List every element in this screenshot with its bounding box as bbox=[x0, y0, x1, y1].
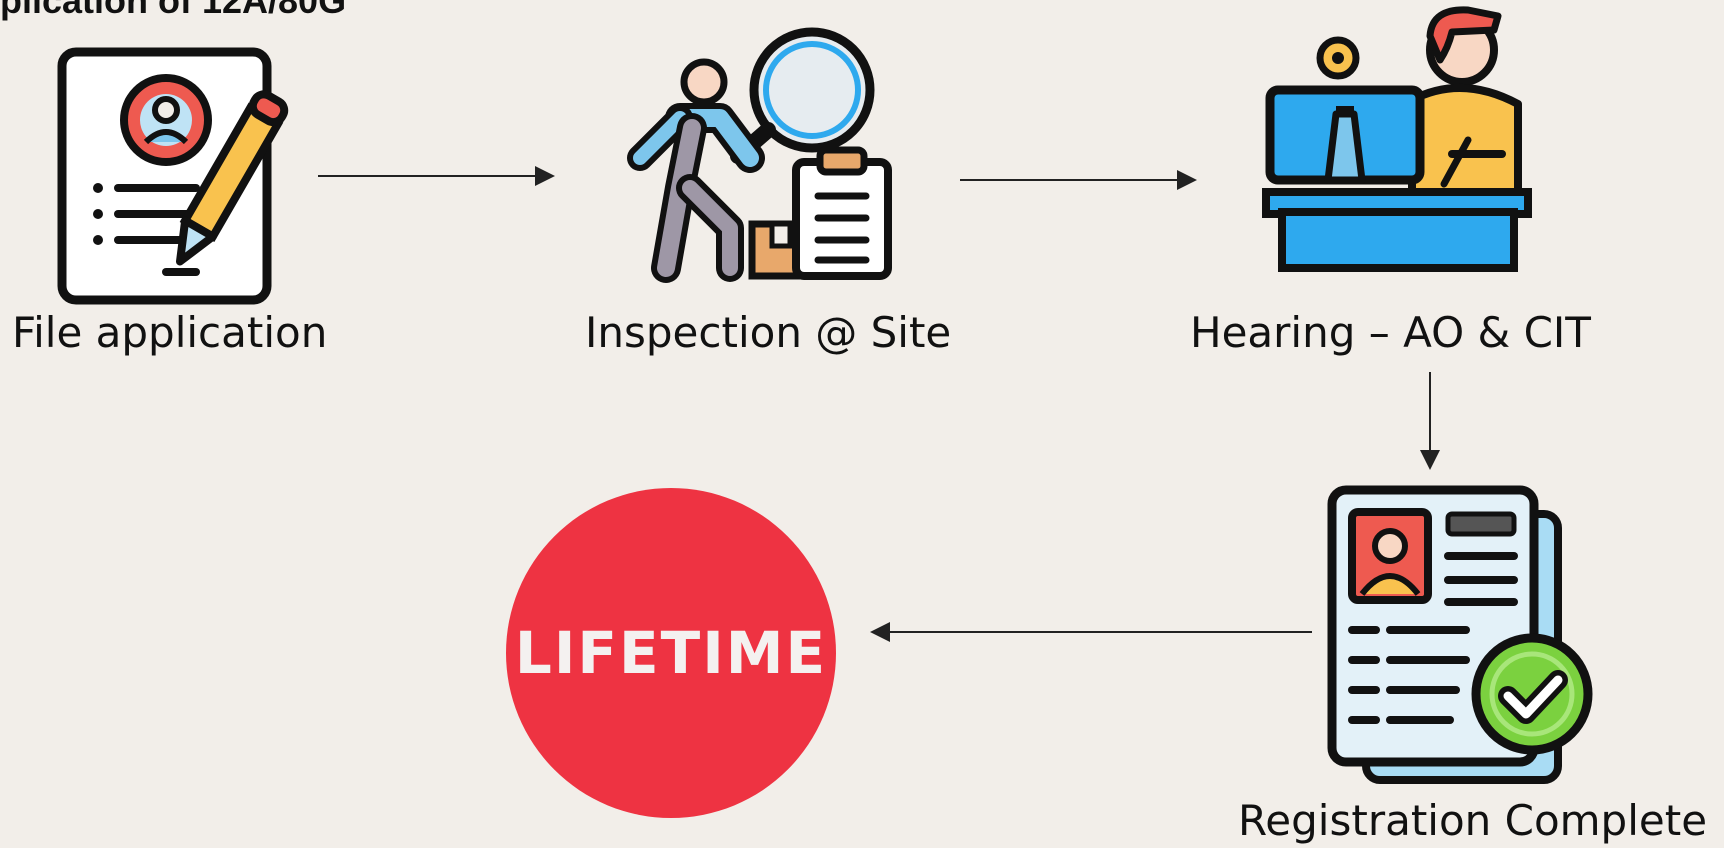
application-form-pencil-icon bbox=[56, 46, 322, 306]
officer-at-desk-computer-icon bbox=[1262, 4, 1532, 274]
inspector-magnifier-clipboard-icon bbox=[620, 18, 900, 288]
certificate-checkmark-icon bbox=[1326, 484, 1598, 786]
step-label-inspection-at-site: Inspection @ Site bbox=[585, 308, 952, 357]
step-label-file-application: File application bbox=[12, 308, 328, 357]
page-title-fragment: plication of 12A/80G bbox=[0, 0, 347, 21]
step-label-registration-complete: Registration Complete bbox=[1238, 796, 1708, 845]
lifetime-red-circle-badge: LIFETIME bbox=[504, 486, 838, 820]
step-label-hearing: Hearing – AO & CIT bbox=[1190, 308, 1591, 357]
lifetime-badge-text: LIFETIME bbox=[515, 619, 827, 687]
